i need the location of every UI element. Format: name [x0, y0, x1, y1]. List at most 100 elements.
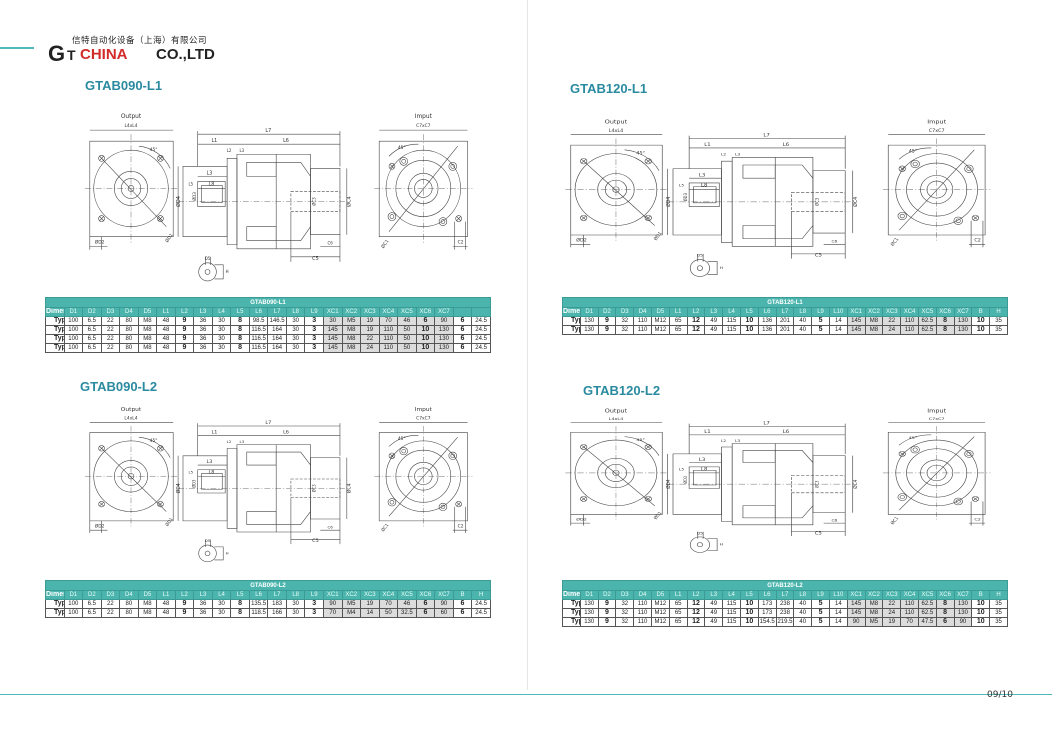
dimension-label: Imput [927, 119, 947, 126]
table-cell: 65 [668, 608, 688, 618]
table-cell: 90 [434, 316, 454, 326]
column-header: L5 [739, 307, 759, 317]
table-cell: 8 [230, 343, 250, 353]
table-cell: 130 [579, 599, 599, 609]
table-cell: 110 [378, 334, 399, 344]
dimension-label: H [720, 265, 723, 270]
table-cell: 238 [775, 599, 795, 609]
column-header [471, 307, 491, 317]
column-header: XC3 [882, 590, 902, 600]
table-cell: 110 [900, 608, 919, 618]
table-cell: TypeⅠ [45, 599, 65, 609]
table-cell: 110 [633, 325, 652, 335]
column-header: XC1 [846, 590, 866, 600]
column-header: L5 [739, 590, 759, 600]
table-cell: 8 [230, 316, 250, 326]
column-header: XC6 [935, 590, 955, 600]
table-cell: 6.5 [82, 608, 102, 618]
column-header: H [989, 590, 1008, 600]
table-cell: 9 [174, 608, 195, 618]
table-cell: 10 [415, 343, 436, 353]
table-cell: 14 [360, 608, 380, 618]
column-header: L3 [704, 590, 724, 600]
table-cell: 22 [882, 599, 902, 609]
dimension-label: ØD3 [683, 193, 688, 202]
table-cell: 35 [989, 325, 1008, 335]
table-cell: 3 [304, 608, 324, 618]
table-cell: 35 [989, 316, 1008, 326]
table-cell: 3 [304, 325, 324, 335]
table-cell: 70 [900, 617, 919, 627]
column-header: XC3 [360, 590, 380, 600]
table-cell: TypeⅡ [562, 325, 581, 335]
table-cell: 9 [174, 599, 195, 609]
table-cell: 35 [989, 617, 1008, 627]
table-cell: 9 [597, 599, 617, 609]
table-cell: 130 [579, 316, 599, 326]
table-row: TypeⅢ1006.52280M848936308116.5164303145M… [45, 334, 491, 344]
table-cell: M12 [650, 325, 670, 335]
table-cell: 100 [63, 343, 84, 353]
table-cell: 10 [971, 608, 991, 618]
table-cell: 110 [900, 599, 919, 609]
column-header: D5 [137, 307, 158, 317]
spec-table-gtab090-l2: GTAB090-L2DimensionD1D2D3D4D5L1L2L3L4L5L… [45, 580, 491, 618]
table-cell: 110 [633, 617, 652, 627]
dimension-label: L1 [704, 430, 710, 435]
column-header: L1 [156, 307, 176, 317]
dimension-label: ØD3 [192, 479, 197, 488]
table-cell: 6 [935, 617, 955, 627]
table-cell: 116.5 [248, 325, 269, 335]
column-header: D2 [597, 307, 617, 317]
table-cell: 6.5 [82, 316, 102, 326]
table-cell: 80 [119, 343, 139, 353]
table-cell: 10 [415, 325, 436, 335]
table-cell: 10 [971, 316, 991, 326]
table-cell: 30 [211, 316, 232, 326]
dimension-label: C5 [312, 256, 319, 262]
dimension-label: Output [121, 113, 142, 120]
table-cell: 130 [953, 608, 973, 618]
table-cell: 110 [633, 608, 652, 618]
dimension-label: L6 [283, 138, 289, 144]
column-header: XC5 [917, 590, 937, 600]
table-cell: 30 [322, 316, 343, 326]
dimension-label: ØD2 [576, 516, 587, 522]
dimension-label: L7 [763, 133, 769, 139]
table-cell: 10 [739, 608, 759, 618]
table-cell: 5 [811, 325, 830, 335]
dimension-label: ØD4 [664, 479, 672, 488]
dimension-label: Output [121, 407, 142, 413]
table-cell: M12 [650, 599, 670, 609]
column-header: B [971, 590, 991, 600]
table-cell: 80 [119, 608, 139, 618]
table-cell: 49 [704, 316, 724, 326]
dimension-label: L7 [265, 128, 271, 134]
table-cell: 9 [174, 316, 195, 326]
table-cell: 19 [360, 325, 380, 335]
table-cell: 9 [174, 334, 195, 344]
section-title-gtab090-l2: GTAB090-L2 [80, 379, 158, 394]
column-header: XC4 [378, 590, 399, 600]
column-header: L8 [793, 307, 813, 317]
dimension-label: C2 [458, 523, 464, 529]
dimension-label: L3 [207, 459, 213, 465]
dimension-label: L6 [283, 430, 289, 436]
dimension-label: ØC3 [814, 197, 819, 205]
table-cell: TypeⅠ [562, 316, 581, 326]
table-cell: 40 [793, 325, 813, 335]
table-cell: 80 [119, 325, 139, 335]
table-cell: 130 [434, 343, 454, 353]
table-cell: 24.5 [471, 608, 491, 618]
dimension-label: L3 [735, 152, 741, 157]
dimension-label: L3 [240, 439, 245, 444]
spec-table-gtab120-l1: GTAB120-L1DimensionD1D2D3D4D5L1L2L3L4L5L… [562, 297, 1008, 335]
column-header: XC3 [882, 307, 902, 317]
table-cell: 6 [452, 334, 473, 344]
dimension-label: ØC4 [346, 196, 353, 207]
table-cell: 62.5 [917, 316, 937, 326]
dimension-label: ØC1 [379, 238, 390, 250]
column-header: L7 [775, 590, 795, 600]
dimension-label: 45° [636, 151, 645, 157]
table-cell: M8 [864, 599, 884, 609]
